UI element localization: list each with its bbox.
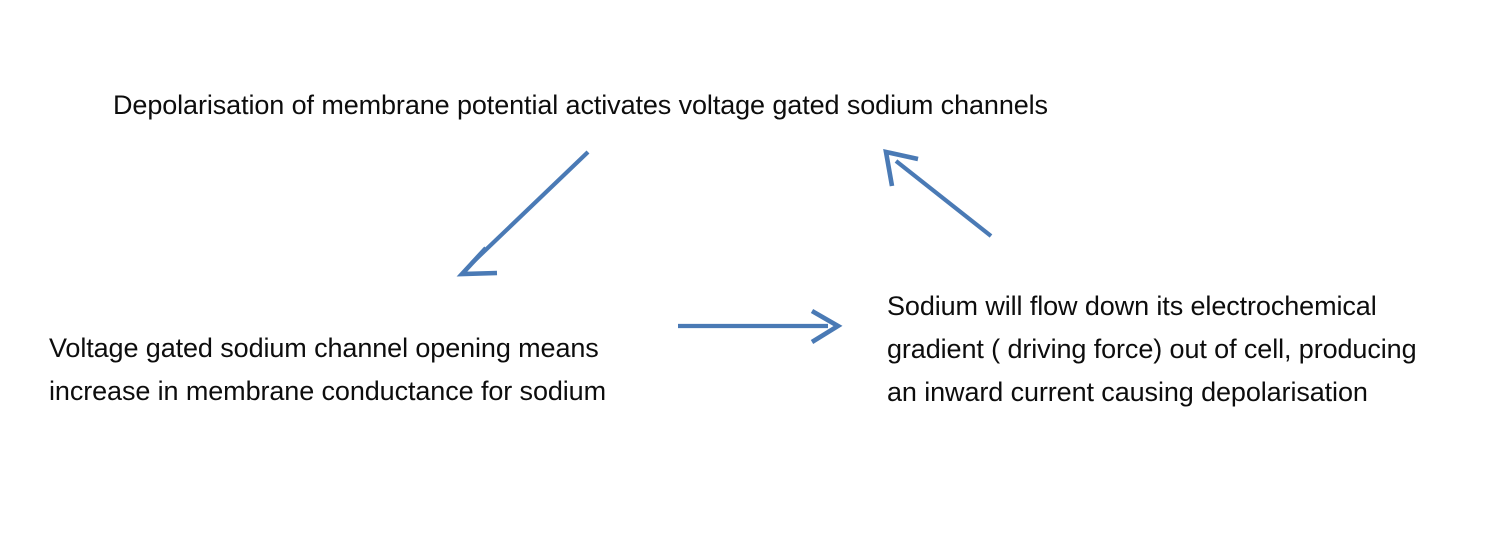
arrowhead <box>810 309 843 344</box>
arrowhead <box>456 246 498 277</box>
node-membrane-conductance: Voltage gated sodium channel opening mea… <box>49 333 606 406</box>
arrowhead <box>883 149 919 187</box>
arrow-shaft <box>470 150 590 265</box>
arrow-current-to-trigger <box>883 149 993 238</box>
arrow-shaft <box>894 159 993 238</box>
arrow-trigger-to-conductance <box>456 150 590 277</box>
node-depolarisation-trigger: Depolarisation of membrane potential act… <box>113 90 1048 120</box>
node-inward-current: Sodium will flow down its electrochemica… <box>887 291 1417 407</box>
arrow-conductance-to-current <box>678 309 843 344</box>
